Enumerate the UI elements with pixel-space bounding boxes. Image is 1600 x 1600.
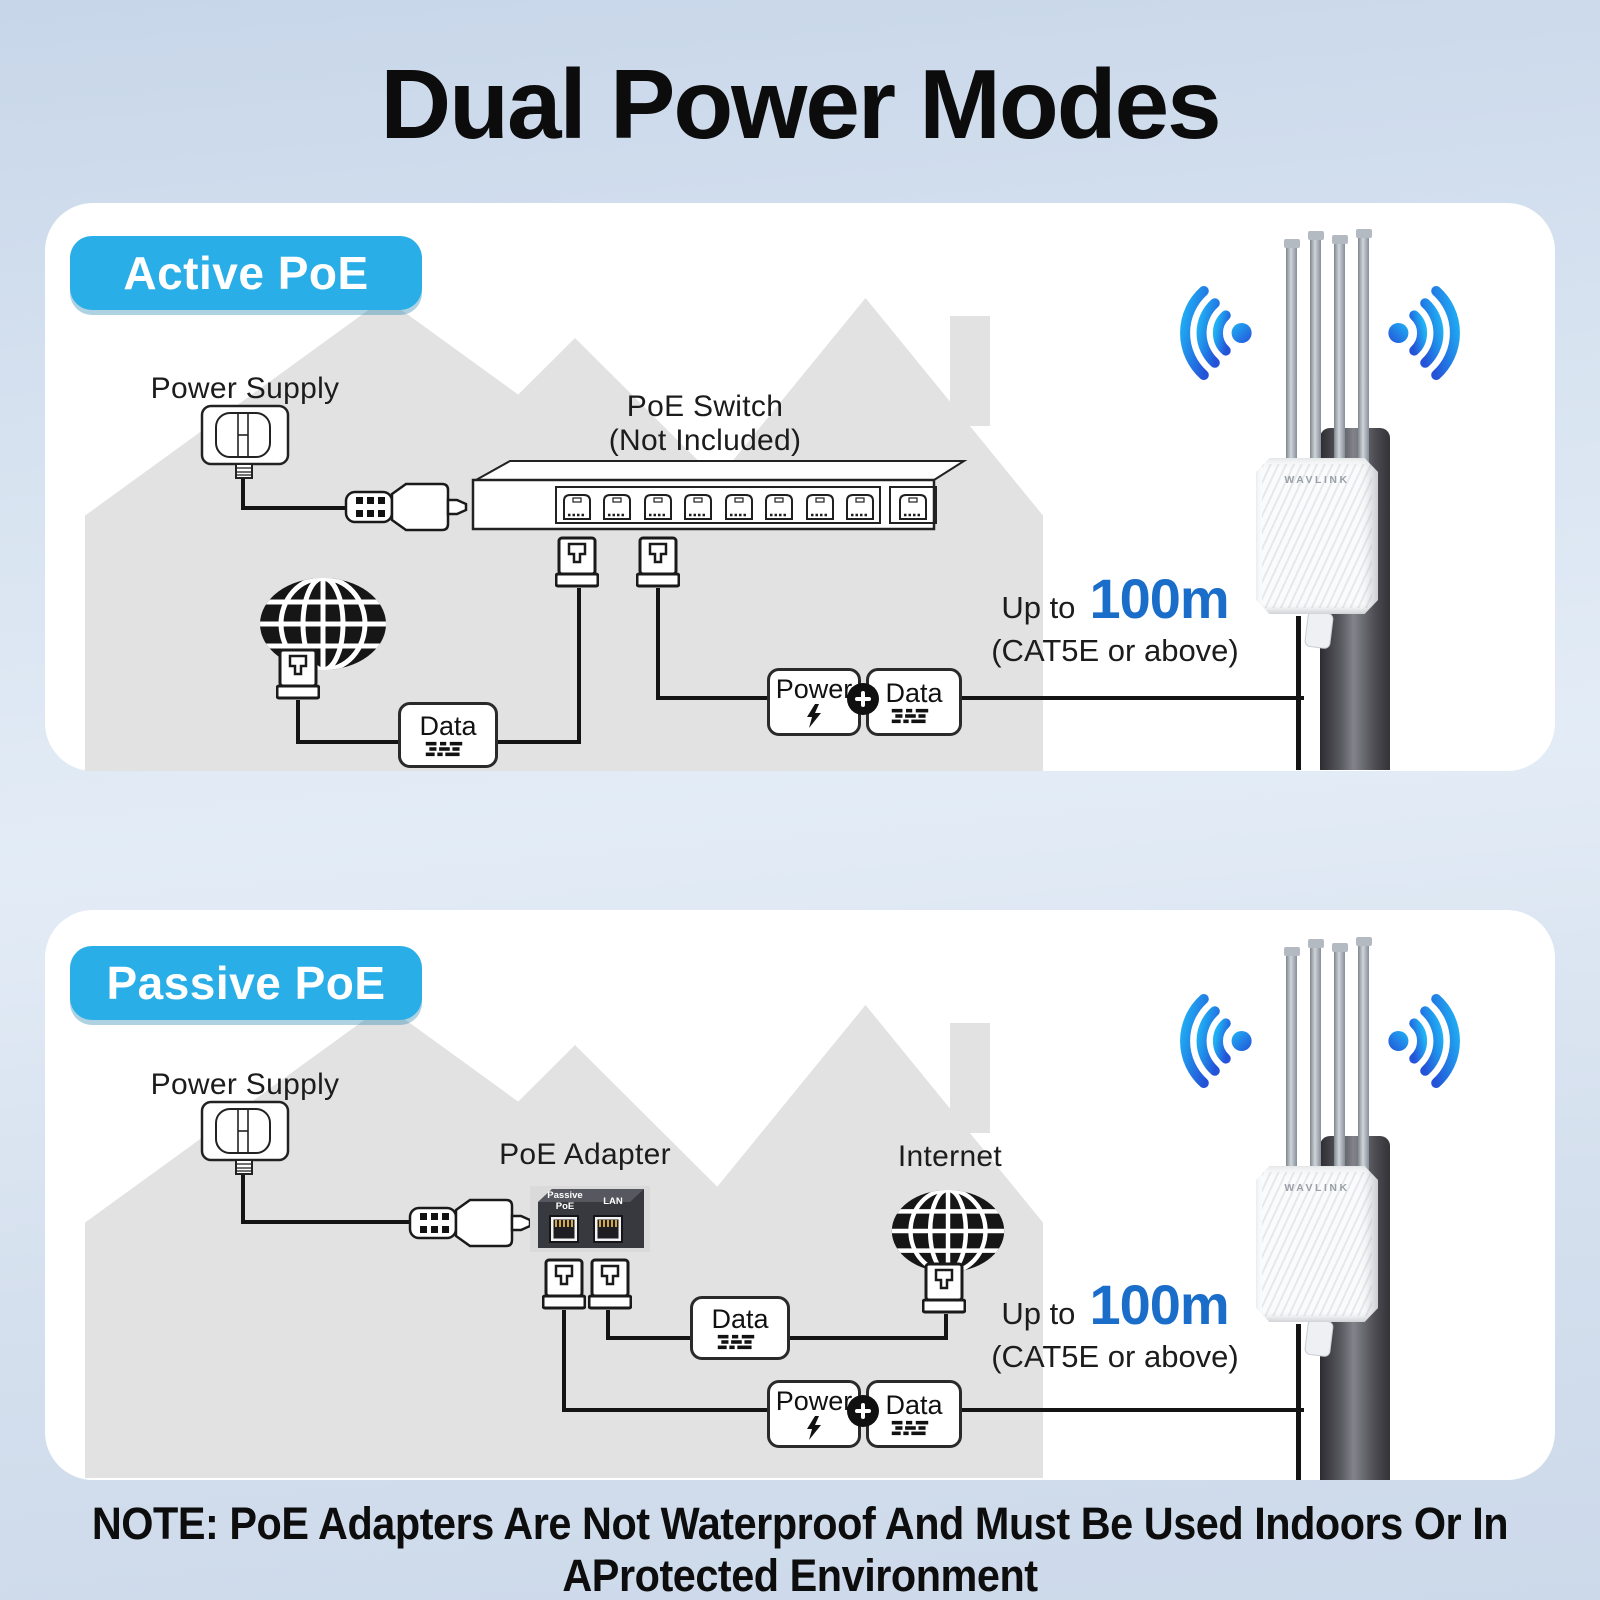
brand-logo: WAVLINK [1284, 474, 1350, 486]
ethernet-cable [1296, 616, 1301, 770]
page-title: Dual Power Modes [380, 49, 1221, 159]
rj45-connector-icon [276, 648, 320, 700]
access-point-device: WAVLINK [1160, 937, 1470, 1480]
antenna [1283, 947, 1300, 1188]
cable-line [296, 700, 300, 744]
poe-switch-label: PoE Switch (Not Included) [540, 390, 870, 458]
data-dashes-icon [425, 741, 463, 757]
lan-port-label: LAN [603, 1196, 623, 1207]
wifi-signal-icon [1180, 994, 1252, 1088]
access-point-body: WAVLINK [1256, 1166, 1378, 1322]
ethernet-cable [1296, 1324, 1301, 1480]
distance-value: 100m [1089, 1273, 1229, 1336]
access-point-device: WAVLINK [1160, 229, 1470, 770]
rj45-connector-icon [636, 536, 680, 588]
globe-internet-icon [891, 1189, 1005, 1273]
power-tag: Power [767, 1380, 861, 1448]
wifi-signal-icon [1388, 286, 1460, 380]
data-tag: Data [398, 702, 498, 768]
distance-note: Up to 100m (CAT5E or above) [975, 1272, 1255, 1375]
data-tag: Data [866, 1380, 962, 1448]
rj45-port-icon [563, 494, 874, 520]
distance-prefix: Up to [1001, 1296, 1076, 1331]
rj45-connector-icon [542, 1258, 586, 1310]
data-tag: Data [690, 1296, 790, 1360]
data-tag-label: Data [885, 1390, 943, 1420]
poe-adapter-icon [530, 1186, 650, 1252]
antenna [1331, 943, 1348, 1188]
distance-prefix: Up to [1001, 590, 1076, 625]
distance-value: 100m [1089, 567, 1229, 630]
dc-barrel-connector-icon [408, 1198, 532, 1248]
access-point-body: WAVLINK [1256, 458, 1378, 614]
rj45-connector-icon [555, 536, 599, 588]
cable-line [656, 696, 1304, 700]
cable-line [606, 1310, 610, 1340]
antenna [1307, 939, 1324, 1188]
data-dashes-icon [891, 708, 929, 724]
plus-icon [847, 1395, 879, 1427]
antenna [1355, 937, 1372, 1188]
cable-line [241, 1220, 411, 1224]
power-tag: Power [767, 668, 861, 736]
power-supply-label: Power Supply [150, 372, 340, 405]
wifi-signal-icon [1180, 286, 1252, 380]
waterproof-note: NOTE: PoE Adapters Are Not Waterproof An… [91, 1498, 1509, 1600]
power-plug-icon [200, 404, 290, 479]
data-tag: Data [866, 668, 962, 736]
lightning-power-icon [807, 704, 821, 728]
wifi-signal-icon [1388, 994, 1460, 1088]
power-tag-label: Power [775, 674, 853, 704]
passive-poe-port-label: Passive PoE [547, 1190, 583, 1212]
cable-line [241, 476, 245, 510]
dc-barrel-connector-icon [344, 482, 468, 532]
passive-poe-badge: Passive PoE [70, 946, 422, 1020]
plus-icon [847, 683, 879, 715]
rj45-connector-icon [922, 1262, 966, 1314]
power-plug-icon [200, 1100, 290, 1175]
data-tag-label: Data [419, 711, 477, 741]
cable-line [577, 588, 581, 744]
cable-spec: (CAT5E or above) [991, 633, 1239, 668]
cable-line [562, 1310, 566, 1412]
data-tag-label: Data [711, 1304, 769, 1334]
data-tag-label: Data [885, 678, 943, 708]
brand-logo: WAVLINK [1284, 1182, 1350, 1194]
poe-adapter-label: PoE Adapter [499, 1138, 671, 1171]
poe-switch-name: PoE Switch [626, 390, 784, 423]
cable-line [241, 1172, 245, 1224]
antenna [1355, 229, 1372, 480]
rj45-connector-icon [588, 1258, 632, 1310]
antenna [1331, 235, 1348, 480]
poe-switch-note: (Not Included) [608, 424, 802, 457]
globe-internet-icon [260, 578, 386, 670]
cable-gland [1303, 610, 1335, 650]
antenna [1307, 231, 1324, 480]
power-supply-label: Power Supply [150, 1068, 340, 1101]
cable-line [241, 506, 347, 510]
lightning-power-icon [807, 1416, 821, 1440]
cable-line [656, 588, 660, 700]
data-dashes-icon [717, 1334, 755, 1350]
active-poe-badge: Active PoE [70, 236, 422, 310]
cable-line [944, 1314, 948, 1340]
internet-label: Internet [897, 1140, 1003, 1173]
chimney-silhouette [950, 316, 990, 426]
cable-spec: (CAT5E or above) [991, 1339, 1239, 1374]
distance-note: Up to 100m (CAT5E or above) [975, 566, 1255, 669]
power-tag-label: Power [775, 1386, 853, 1416]
antenna [1283, 239, 1300, 480]
poe-switch-icon [471, 460, 968, 531]
chimney-silhouette [950, 1023, 990, 1133]
cable-gland [1303, 1318, 1335, 1358]
data-dashes-icon [891, 1420, 929, 1436]
